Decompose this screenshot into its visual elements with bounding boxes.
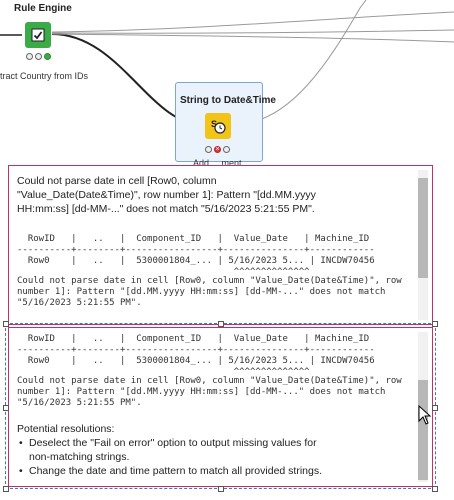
- error-detail-line: "5/16/2023 5:21:55 PM".: [17, 398, 142, 408]
- resolutions-list: • Deselect the "Fail on error" option to…: [17, 436, 407, 478]
- error-detail-line: "5/16/2023 5:21:55 PM".: [17, 298, 142, 308]
- error-message-line: Could not parse date in cell [Row0, colu…: [17, 175, 217, 187]
- error-table-preview: RowID | .. | Component_ID | Value_Date |…: [17, 334, 375, 378]
- error-detail: Could not parse date in cell [Row0, colu…: [17, 376, 402, 409]
- node-title-string-to-datetime[interactable]: String to Date&Time: [180, 95, 276, 106]
- rule-engine-node[interactable]: [25, 22, 51, 48]
- error-detail-line: number 1]: Pattern "[dd.MM.yyyy HH:mm:ss…: [17, 287, 386, 297]
- node-label-rule-engine[interactable]: tract Country from IDs: [0, 71, 89, 81]
- resize-handle[interactable]: [432, 321, 438, 327]
- node-label-string-to-datetime[interactable]: Add ... ment: [193, 158, 242, 168]
- table-divider: ----------+--------+-----------------+--…: [17, 345, 375, 355]
- resolution-text: Deselect the "Fail on error" option to o…: [29, 437, 317, 449]
- list-item-continuation: non-matching strings.: [17, 450, 407, 464]
- resize-handle[interactable]: [3, 486, 9, 492]
- resolution-text: Change the date and time pattern to matc…: [29, 465, 323, 477]
- error-detail-line: Could not parse date in cell [Row0, colu…: [17, 276, 402, 286]
- node-error-message-panel: Could not parse date in cell [Row0, colu…: [8, 165, 433, 325]
- connection-wire: [51, 29, 454, 34]
- status-port: [26, 53, 33, 60]
- resolutions-title: Potential resolutions:: [17, 423, 115, 435]
- mouse-pointer-icon: [418, 405, 432, 425]
- status-port: [35, 53, 42, 60]
- error-table-preview: RowID | .. | Component_ID | Value_Date |…: [17, 234, 375, 278]
- bullet-icon: •: [19, 437, 23, 449]
- resize-handle[interactable]: [3, 321, 9, 327]
- resize-handle[interactable]: [218, 321, 224, 327]
- table-row: Row0 | .. | 5300001804_... | 5/16/2023 5…: [17, 256, 375, 266]
- bullet-icon: •: [19, 465, 23, 477]
- table-header-row: RowID | .. | Component_ID | Value_Date |…: [17, 334, 370, 344]
- connection-wire: [51, 11, 454, 33]
- scrollbar-thumb[interactable]: [418, 380, 428, 480]
- list-item: • Change the date and time pattern to ma…: [17, 464, 407, 478]
- svg-text:S: S: [211, 119, 217, 129]
- node-status-ports: ×: [205, 146, 230, 153]
- status-port-error: ×: [214, 146, 221, 153]
- resize-handle[interactable]: [432, 486, 438, 492]
- resize-handle[interactable]: [218, 486, 224, 492]
- table-divider: ----------+--------+-----------------+--…: [17, 245, 375, 255]
- status-port: [223, 146, 230, 153]
- string-to-datetime-icon: S: [211, 119, 226, 134]
- error-message: Could not parse date in cell [Row0, colu…: [17, 174, 316, 216]
- string-to-datetime-node[interactable]: S: [205, 113, 231, 139]
- rule-engine-icon: [31, 28, 45, 42]
- scrollbar-thumb[interactable]: [418, 178, 428, 278]
- table-marker: ^^^^^^^^^^^^^^: [17, 367, 310, 377]
- resolution-text: non-matching strings.: [29, 451, 130, 463]
- error-message-line: "Value_Date(Date&Time)", row number 1]: …: [17, 189, 316, 201]
- error-detail-line: number 1]: Pattern "[dd.MM.yyyy HH:mm:ss…: [17, 387, 386, 397]
- status-port-executed: [44, 53, 51, 60]
- node-error-resolution-panel[interactable]: RowID | .. | Component_ID | Value_Date |…: [8, 327, 433, 487]
- node-status-ports: [26, 53, 51, 60]
- resize-handle[interactable]: [432, 405, 438, 411]
- list-item: • Deselect the "Fail on error" option to…: [17, 436, 407, 450]
- table-header-row: RowID | .. | Component_ID | Value_Date |…: [17, 234, 370, 244]
- table-row: Row0 | .. | 5300001804_... | 5/16/2023 5…: [17, 356, 375, 366]
- connection-wire: [51, 33, 454, 43]
- resize-handle[interactable]: [3, 405, 9, 411]
- error-detail: Could not parse date in cell [Row0, colu…: [17, 276, 402, 309]
- status-port: [205, 146, 212, 153]
- node-title-rule-engine[interactable]: Rule Engine: [14, 3, 72, 14]
- table-marker: ^^^^^^^^^^^^^^: [17, 267, 310, 277]
- error-detail-line: Could not parse date in cell [Row0, colu…: [17, 376, 402, 386]
- error-message-line: HH:mm:ss] [dd-MM-..." does not match "5/…: [17, 203, 315, 215]
